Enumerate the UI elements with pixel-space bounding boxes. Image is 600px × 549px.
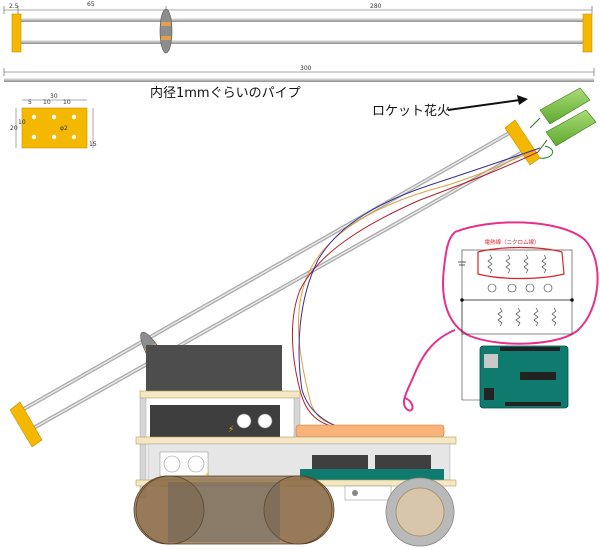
dim-plate-a: 5: [28, 99, 32, 106]
diagonal-launcher: [9, 119, 541, 448]
usb-port: [484, 354, 498, 368]
top-rail-upper: [14, 18, 588, 22]
mcu-chip: [520, 372, 556, 380]
dim-plate-c: 10: [63, 99, 71, 106]
plate-hole: [31, 114, 37, 120]
bolt-icon: ⚡: [228, 425, 234, 435]
dim-plate-height: 20: [10, 125, 18, 132]
rocket-arrow: [447, 95, 528, 111]
motor-box: [375, 455, 431, 471]
plate-hole: [71, 134, 77, 140]
main-deck: [135, 436, 457, 445]
dim-top-span: 280: [370, 3, 382, 10]
drive-tracks: [133, 475, 455, 547]
dim-pipe-length: 300: [300, 65, 312, 72]
rocket-lower: [545, 109, 597, 147]
wheel-left: [135, 475, 205, 545]
upper-deck: [139, 390, 301, 399]
header-bottom: [505, 402, 561, 406]
rocket-fireworks: [529, 87, 597, 153]
rocket-label: ロケット花火: [372, 104, 451, 119]
pipe-drawing: 300: [3, 65, 595, 82]
launcher-bracket-bottom: [9, 401, 43, 448]
rocket-clip: [159, 8, 173, 54]
clip-band-1: [161, 22, 171, 26]
ignition-wires: [291, 145, 554, 429]
dim-top-segment: 65: [87, 1, 95, 8]
dim-hole: φ2: [60, 125, 68, 132]
heater-box: [477, 246, 565, 280]
plate-hole: [51, 114, 57, 120]
hole: [236, 413, 252, 429]
heater-label: 電熱線（ニクロム線）: [484, 238, 539, 246]
pipe-label: 内径1mmぐらいのパイプ: [150, 86, 301, 101]
wheel-right: [263, 475, 333, 545]
hole: [187, 455, 205, 473]
dim-plate-width: 30: [50, 93, 58, 100]
dim-plate-b: 10: [43, 99, 51, 106]
mount-plate: [21, 107, 88, 149]
orange-board: [295, 424, 445, 438]
bubble-tail: [402, 329, 456, 412]
dim-plate-thickness: 15: [89, 141, 97, 148]
circuit-strip: [300, 469, 444, 483]
highlight-bubble: [442, 221, 599, 345]
plate-hole: [31, 134, 37, 140]
motor-box: [312, 455, 368, 471]
hole: [163, 455, 181, 473]
pipe: [4, 78, 594, 82]
battery-box: [146, 345, 282, 391]
cart-body: ⚡ ⚡: [135, 345, 457, 501]
plate-hole: [51, 134, 57, 140]
plate-drawing: 30 5 10 10 φ2 20 10 15: [10, 93, 97, 149]
top-rail-lower: [14, 40, 588, 44]
right-bracket: [582, 13, 593, 53]
plate-hole: [71, 114, 77, 120]
dim-plate-inner: 10: [18, 119, 26, 126]
left-bracket: [11, 13, 22, 53]
hole: [257, 413, 273, 429]
top-rail-assembly: 2.5 65 280: [3, 1, 593, 54]
power-jack: [484, 388, 494, 400]
dim-offset: 2.5: [9, 3, 19, 10]
circuit-annotation: 電熱線（ニクロム線）: [402, 221, 599, 412]
track-center: [168, 482, 280, 542]
clip-band-2: [161, 36, 171, 40]
header-top: [500, 347, 560, 351]
rear-hub: [395, 487, 445, 537]
rocket-upper: [539, 87, 591, 125]
